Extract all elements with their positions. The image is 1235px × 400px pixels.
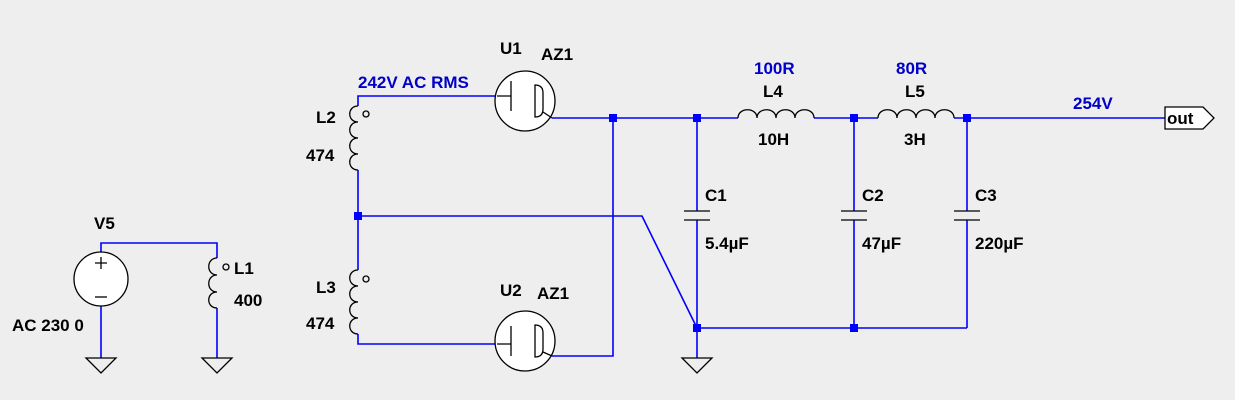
ac-voltage-annotation: 242V AC RMS	[358, 73, 469, 92]
wires	[100, 95, 1165, 358]
inductor-l5	[877, 109, 955, 119]
wire-center-tap-to-ground	[358, 215, 698, 329]
wire-l2-top-to-u1	[357, 95, 497, 106]
l2-name: L2	[316, 108, 336, 127]
polarity-dot-icon	[222, 263, 230, 271]
capacitor-c2	[841, 210, 867, 221]
inductor-l4	[737, 109, 815, 119]
ground-icon	[680, 357, 714, 374]
inductor-coil-icon	[208, 257, 218, 309]
ac-source-icon	[73, 251, 129, 307]
dc-voltage-annotation: 254V	[1073, 94, 1113, 113]
c3-name: C3	[975, 186, 997, 205]
capacitor-plates-icon	[684, 210, 710, 221]
polarity-dot-icon	[362, 275, 370, 283]
l3-name: L3	[316, 278, 336, 297]
capacitor-c1	[684, 210, 710, 221]
u2-model: AZ1	[537, 284, 569, 303]
polarity-dot-icon	[362, 110, 370, 118]
l5-resistance: 80R	[896, 59, 927, 78]
c1-name: C1	[705, 186, 727, 205]
inductor-l2	[349, 105, 370, 171]
tube-plate-lead-icon	[542, 351, 553, 357]
inductor-l1	[208, 257, 230, 309]
l1-value: 400	[234, 291, 262, 310]
l4-resistance: 100R	[754, 59, 795, 78]
inductor-coil-icon	[349, 269, 359, 335]
tube-cathode-icon	[497, 81, 512, 111]
voltage-source-v5	[73, 251, 129, 307]
l4-name: L4	[763, 82, 783, 101]
ground-symbols	[84, 357, 714, 374]
l3-value: 474	[306, 314, 335, 333]
output-port-label: out	[1167, 109, 1194, 128]
v5-value: AC 230 0	[12, 316, 84, 335]
wire-u2-to-main-rail	[552, 118, 614, 357]
tube-cathode-icon	[497, 326, 512, 356]
wire-source-to-primary	[100, 242, 218, 258]
l2-value: 474	[306, 146, 335, 165]
u1-model: AZ1	[541, 45, 573, 64]
ground-icon	[200, 357, 234, 374]
tube-u1	[494, 70, 556, 132]
c3-value: 220µF	[975, 234, 1024, 253]
c1-value: 5.4µF	[705, 234, 749, 253]
tube-plate-icon	[534, 84, 544, 118]
tube-plate-icon	[534, 324, 544, 358]
inductor-coil-icon	[737, 109, 815, 119]
capacitor-c3	[954, 210, 980, 221]
port-flag-icon	[1164, 106, 1215, 130]
inductor-l3	[349, 269, 370, 335]
junction-dot	[354, 212, 362, 220]
c2-value: 47µF	[862, 234, 901, 253]
capacitor-plates-icon	[841, 210, 867, 221]
tube-plate-lead-icon	[542, 111, 553, 119]
junction-dot	[850, 114, 858, 122]
capacitor-plates-icon	[954, 210, 980, 221]
ground-icon	[84, 357, 118, 374]
inductor-coil-icon	[877, 109, 955, 119]
junction-dot	[963, 114, 971, 122]
junction-dot	[693, 324, 701, 332]
junctions	[354, 114, 971, 332]
l5-value: 3H	[904, 130, 926, 149]
c2-name: C2	[862, 186, 884, 205]
plus-sign-icon	[95, 257, 107, 269]
v5-name: V5	[94, 214, 115, 233]
l5-name: L5	[905, 82, 925, 101]
u1-name: U1	[500, 39, 522, 58]
l4-value: 10H	[758, 130, 789, 149]
labels: V5 AC 230 0 L1 400 L2 474 L3 474 U1 AZ1 …	[12, 39, 1113, 335]
tube-u2	[494, 310, 556, 372]
junction-dot	[850, 324, 858, 332]
wire-l3-bottom-to-u2	[357, 334, 497, 345]
inductor-coil-icon	[349, 105, 359, 171]
junction-dot	[609, 114, 617, 122]
vacuum-tube-icon	[494, 70, 556, 132]
vacuum-tube-icon	[494, 310, 556, 372]
output-port[interactable]: out	[1164, 106, 1215, 130]
l1-name: L1	[234, 259, 254, 278]
u2-name: U2	[500, 281, 522, 300]
junction-dot	[693, 114, 701, 122]
